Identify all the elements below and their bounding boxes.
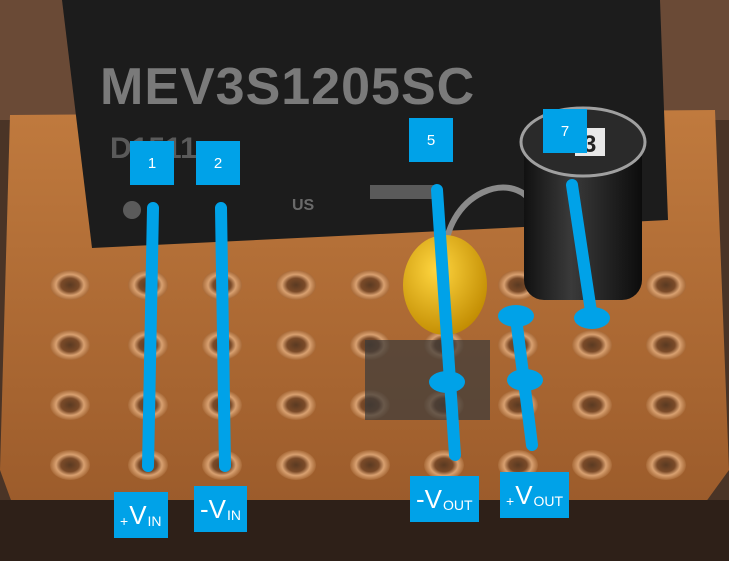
module-cert-mark: US (292, 197, 315, 214)
module-part-number: MEV3S1205SC (100, 58, 475, 116)
plus-vout-prefix: + (506, 493, 515, 509)
minus-vin-prefix: - (200, 493, 209, 524)
pin-number-2: 2 (196, 141, 240, 185)
pcb-hole (50, 390, 90, 420)
pcb-hole (646, 330, 686, 360)
vout-plus-dot-top (498, 305, 534, 327)
plus-vout-main: V (515, 479, 533, 510)
module-marking-block (370, 185, 440, 199)
pin-number-5: 5 (409, 118, 453, 162)
plus-vin-sub: IN (147, 513, 162, 529)
pin-7-dot (574, 307, 610, 329)
cert-circle-icon (123, 201, 141, 219)
pin-5-dot (429, 371, 465, 393)
pcb-hole (276, 270, 316, 300)
pcb-hole (646, 390, 686, 420)
pcb-hole (276, 390, 316, 420)
plus-vin-main: V (129, 499, 147, 530)
pcb-hole (50, 330, 90, 360)
pcb-hole (350, 450, 390, 480)
annotation-dots (429, 305, 610, 393)
minus-vin-sub: IN (227, 507, 242, 523)
pcb-hole (646, 270, 686, 300)
minus-vin-main: V (208, 493, 227, 524)
pcb-hole (350, 270, 390, 300)
dc-dc-module (62, 0, 668, 248)
pcb-hole (572, 450, 612, 480)
minus-vout-prefix: - (416, 483, 425, 514)
pin-7-line (566, 179, 598, 324)
pin-1-line (142, 202, 159, 472)
pcb-hole (276, 330, 316, 360)
pin-2-line (215, 202, 231, 472)
minus-vout-sub: OUT (443, 497, 473, 513)
pcb-hole (50, 270, 90, 300)
pcb-hole (572, 330, 612, 360)
pcb-hole (50, 450, 90, 480)
pcb-hole (646, 450, 686, 480)
pcb-hole (572, 390, 612, 420)
pin-number-7: 7 (543, 109, 587, 153)
minus-vout-main: V (424, 483, 443, 514)
pin-number-1: 1 (130, 141, 174, 185)
smd-component (365, 340, 490, 420)
plus-vout-sub: OUT (533, 493, 564, 509)
pin-5-line (431, 184, 461, 461)
annotation-lines (142, 179, 598, 472)
board-bottom-shadow (0, 500, 729, 561)
vout-plus-dot-mid (507, 369, 543, 391)
pcb-hole (276, 450, 316, 480)
plus-vin-prefix: + (120, 513, 129, 529)
